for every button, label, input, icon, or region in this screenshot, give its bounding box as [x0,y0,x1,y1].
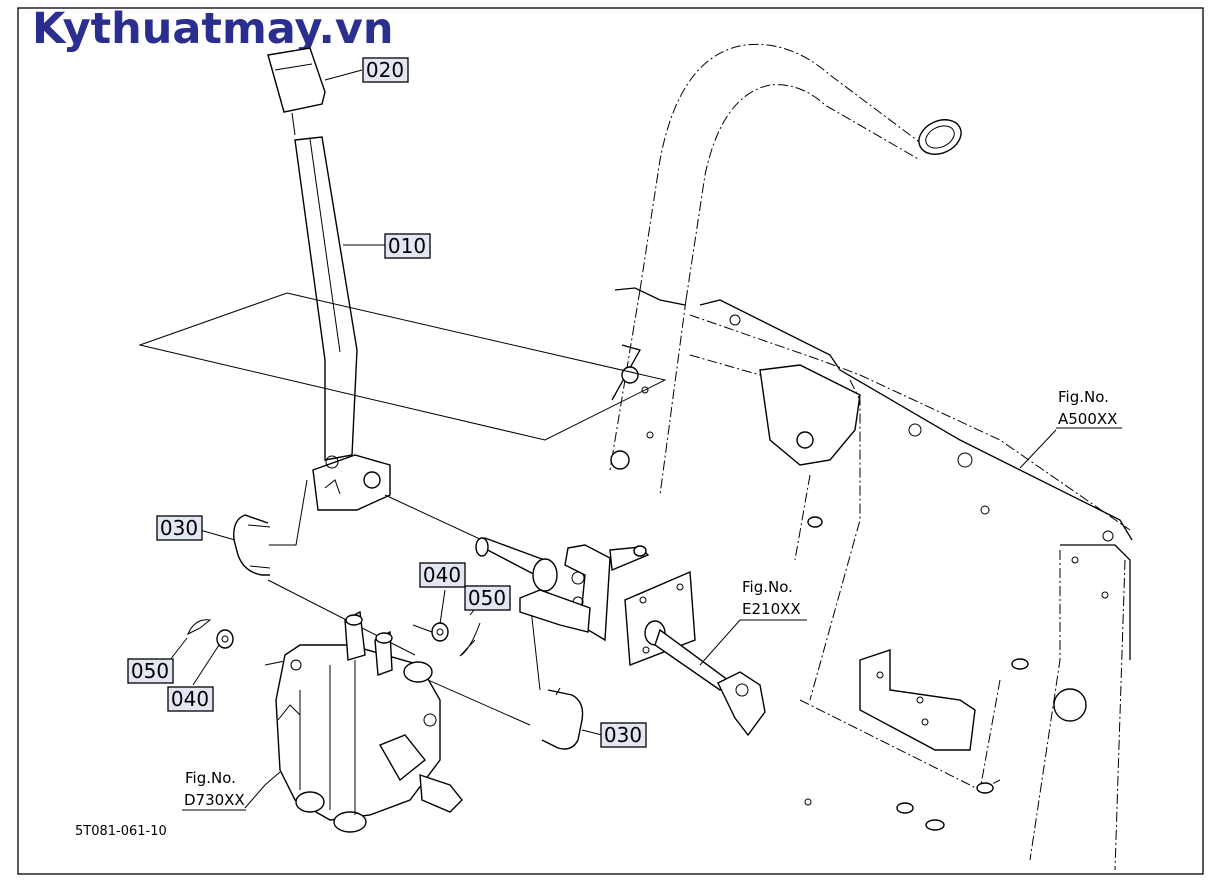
control-valve [275,610,463,833]
part-label-box [127,658,174,684]
fig-ref-a500-line2: A500XX [1058,410,1117,428]
part-label-010: 010 [388,234,426,258]
part-label-box [419,562,466,588]
part-label-030-right: 030 [604,723,642,747]
watermark-logo: Kythuatmay.vn [32,4,394,54]
fig-ref-d730-line2: D730XX [184,791,245,809]
part-label-box [600,722,647,748]
part-label-box [362,57,409,83]
part-label-040-upper: 040 [423,563,461,587]
clevis-pins [233,514,584,750]
rollbar-frame-assembly [609,43,1133,871]
drawing-code: 5T081-061-10 [75,824,167,839]
fig-ref-a500-line1: Fig.No. [1058,388,1109,406]
part-label-box [167,686,214,712]
part-label-040-lower: 040 [171,687,209,711]
floor-plate-outline [138,292,667,441]
fig-ref-d730-line1: Fig.No. [185,769,236,787]
part-label-020: 020 [366,58,404,82]
shaft-assembly [475,537,766,737]
washers-and-pins [186,619,481,657]
part-label-box [156,515,203,541]
part-label-030-left: 030 [160,516,198,540]
label-leaders [169,69,1057,809]
diagram-frame [17,7,1204,875]
part-label-050-upper: 050 [468,586,506,610]
part-label-box [464,585,511,611]
fig-ref-e210-line2: E210XX [742,600,801,618]
part-label-050-lower: 050 [131,659,169,683]
lever-assembly [267,47,391,511]
part-label-box [384,233,431,259]
fig-ref-e210-line1: Fig.No. [742,578,793,596]
